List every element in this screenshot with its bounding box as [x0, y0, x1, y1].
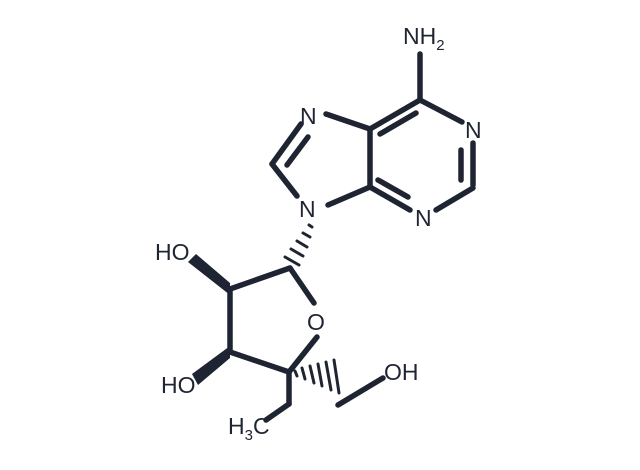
bond-c8-n9	[269, 161, 300, 199]
bond-c2-n3	[433, 185, 476, 213]
wedge-bond-c3-oh	[192, 346, 230, 385]
bond-n7-c8	[269, 121, 304, 167]
bond-c6-c5-inner	[377, 110, 419, 137]
hydroxymethyl-label: OH	[384, 359, 419, 385]
atom-n9-label: N	[299, 196, 316, 222]
bond-c6-c5	[367, 97, 423, 132]
bond-n3-c4-inner	[375, 177, 411, 200]
bond-ch3-label	[263, 401, 292, 423]
bond-n7-c8-inner	[284, 134, 311, 168]
bond-n3-c4	[367, 184, 413, 213]
bond-c3-c4	[227, 349, 292, 375]
bond-c5-n7	[323, 111, 373, 132]
bond-c1-o4	[287, 265, 317, 306]
hydroxyl-3-label: HO	[161, 372, 196, 398]
bond-c6-n1	[417, 97, 465, 125]
hashed-bond-c4-ch2	[293, 358, 341, 395]
sugar-ring	[227, 223, 320, 375]
bond-o4-c4	[286, 334, 320, 375]
bond-n9-c4	[325, 184, 373, 208]
ring-oxygen-label: O	[307, 309, 325, 335]
atom-n1-label: N	[465, 117, 482, 143]
methyl-label: H3C	[228, 413, 270, 444]
pyrimidine-ring	[367, 51, 476, 213]
imidazole-ring	[269, 111, 373, 208]
hydroxyl-2-label: HO	[155, 239, 190, 265]
wedge-bond-c2-oh	[188, 254, 230, 295]
atom-n7-label: N	[300, 103, 317, 129]
atom-n3-label: N	[415, 205, 432, 231]
hashed-bond-n9-c1	[283, 223, 314, 267]
bond-ch2-oh	[335, 375, 386, 408]
amine-label: NH2	[403, 23, 445, 54]
bond-c1-c2	[227, 265, 293, 292]
